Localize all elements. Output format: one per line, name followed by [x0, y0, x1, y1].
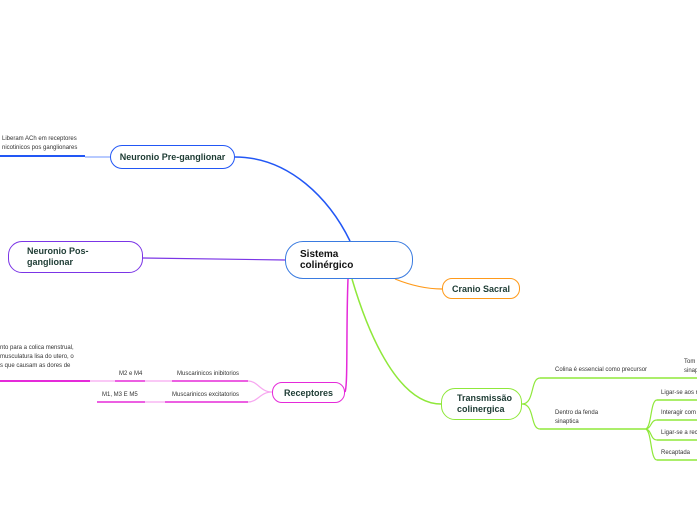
- leaf-line: Tom: [684, 359, 696, 365]
- leaf-colica-menstrual-note[interactable]: nto para a colica menstrual, musculatura…: [0, 344, 74, 371]
- topic-transmissao-colinergica[interactable]: Transmissão colinergica: [441, 388, 522, 420]
- leaf-line: Dentro da fenda: [555, 410, 599, 416]
- leaf-recaptada[interactable]: Recaptada: [661, 450, 691, 456]
- leaf-colina-precursor[interactable]: Colina é essencial como precursor: [555, 367, 648, 373]
- central-topic-line1: Sistema: [300, 249, 339, 260]
- central-topic[interactable]: Sistema colinérgico: [285, 241, 413, 279]
- topic-label-line2: ganglionar: [27, 257, 74, 267]
- leaf-muscarinicos-excitatorios[interactable]: Muscarinicos excitatorios: [172, 392, 240, 398]
- leaf-line: sinaptica: [555, 419, 579, 425]
- leaf-dentro-fenda-sinaptica[interactable]: Dentro da fenda sinaptica: [555, 409, 598, 427]
- topic-neuronio-pos-ganglionar[interactable]: Neuronio Pos- ganglionar: [8, 241, 143, 273]
- leaf-m1-m3-m5[interactable]: M1, M3 E M5: [102, 392, 138, 398]
- leaf-tom-sinap[interactable]: Tom sinap: [684, 358, 697, 376]
- topic-label-line1: Neuronio Pos-: [27, 246, 89, 256]
- leaf-muscarinicos-inibitorios[interactable]: Muscarinicos inibitorios: [177, 371, 240, 377]
- leaf-interagir-com[interactable]: Interagir com: [661, 410, 697, 416]
- leaf-line: Liberam ACh em receptores: [2, 136, 77, 142]
- central-topic-line2: colinérgico: [300, 260, 354, 271]
- topic-neuronio-pre-ganglionar[interactable]: Neuronio Pre-ganglionar: [110, 145, 235, 169]
- topic-cranio-sacral[interactable]: Cranio Sacral: [442, 278, 520, 299]
- leaf-line: nicotinicos pos ganglionares: [2, 145, 78, 151]
- topic-label: Cranio Sacral: [451, 283, 511, 294]
- topic-label-line1: Transmissão: [457, 393, 513, 403]
- topic-receptores[interactable]: Receptores: [272, 382, 345, 403]
- leaf-m2-m4[interactable]: M2 e M4: [119, 371, 143, 377]
- topic-label: Neuronio Pre-ganglionar: [119, 152, 226, 162]
- topic-label: Receptores: [283, 387, 334, 398]
- leaf-ligar-se-a-receptores[interactable]: Ligar-se a rec: [661, 430, 697, 436]
- topic-label-line2: colinergica: [457, 404, 505, 414]
- leaf-liberam-ach[interactable]: Liberam ACh em receptores nicotinicos po…: [2, 135, 77, 153]
- leaf-ligar-se-aos-receptores[interactable]: Ligar-se aos r: [661, 390, 697, 396]
- leaf-line: nto para a colica menstrual,: [0, 345, 74, 351]
- leaf-line: musculatura lisa do utero, o: [0, 354, 74, 360]
- leaf-line: s que causam as dores de: [0, 363, 71, 369]
- leaf-line: sinap: [684, 368, 697, 374]
